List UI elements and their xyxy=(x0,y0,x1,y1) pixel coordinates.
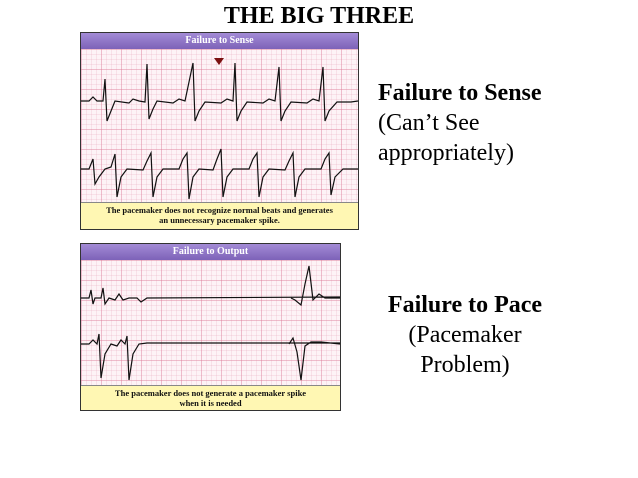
label-line-2: Problem) xyxy=(420,352,510,378)
panel-header: Failure to Output xyxy=(81,244,340,260)
label-failure-to-pace: Failure to Pace (Pacemaker Problem) xyxy=(360,290,570,380)
ecg-strip xyxy=(81,49,358,203)
ecg-trace xyxy=(81,62,358,200)
label-line-1: (Can’t See xyxy=(378,110,480,136)
label-heading: Failure to Sense xyxy=(378,80,542,106)
ecg-strip xyxy=(81,260,340,386)
ecg-trace-line-2 xyxy=(81,333,340,381)
caption-line-2: an unnecessary pacemaker spike. xyxy=(159,215,280,225)
panel-header: Failure to Sense xyxy=(81,33,358,49)
triangle-marker-icon xyxy=(214,58,224,65)
label-heading: Failure to Pace xyxy=(387,292,543,318)
ecg-trace-line-2 xyxy=(81,148,358,200)
ecg-trace-line-1 xyxy=(81,62,358,122)
ecg-panel-failure-to-output: Failure to Output The pacemaker does not… xyxy=(80,243,341,411)
caption-line-1: The pacemaker does not recognize normal … xyxy=(106,205,333,215)
label-line-1: (Pacemaker xyxy=(408,322,522,348)
panel-caption: The pacemaker does not recognize normal … xyxy=(81,202,358,229)
label-failure-to-sense: Failure to Sense (Can’t See appropriatel… xyxy=(378,78,542,168)
caption-line-1: The pacemaker does not generate a pacema… xyxy=(114,388,307,398)
caption-line-2: when it is needed xyxy=(179,398,242,408)
ecg-panel-failure-to-sense: Failure to Sense The pacemaker does not … xyxy=(80,32,359,230)
label-line-2: appropriately) xyxy=(378,140,514,166)
slide-title: THE BIG THREE xyxy=(223,3,415,29)
panel-caption: The pacemaker does not generate a pacema… xyxy=(81,385,340,410)
ecg-trace xyxy=(81,265,340,381)
ecg-trace-line-1 xyxy=(81,265,340,307)
